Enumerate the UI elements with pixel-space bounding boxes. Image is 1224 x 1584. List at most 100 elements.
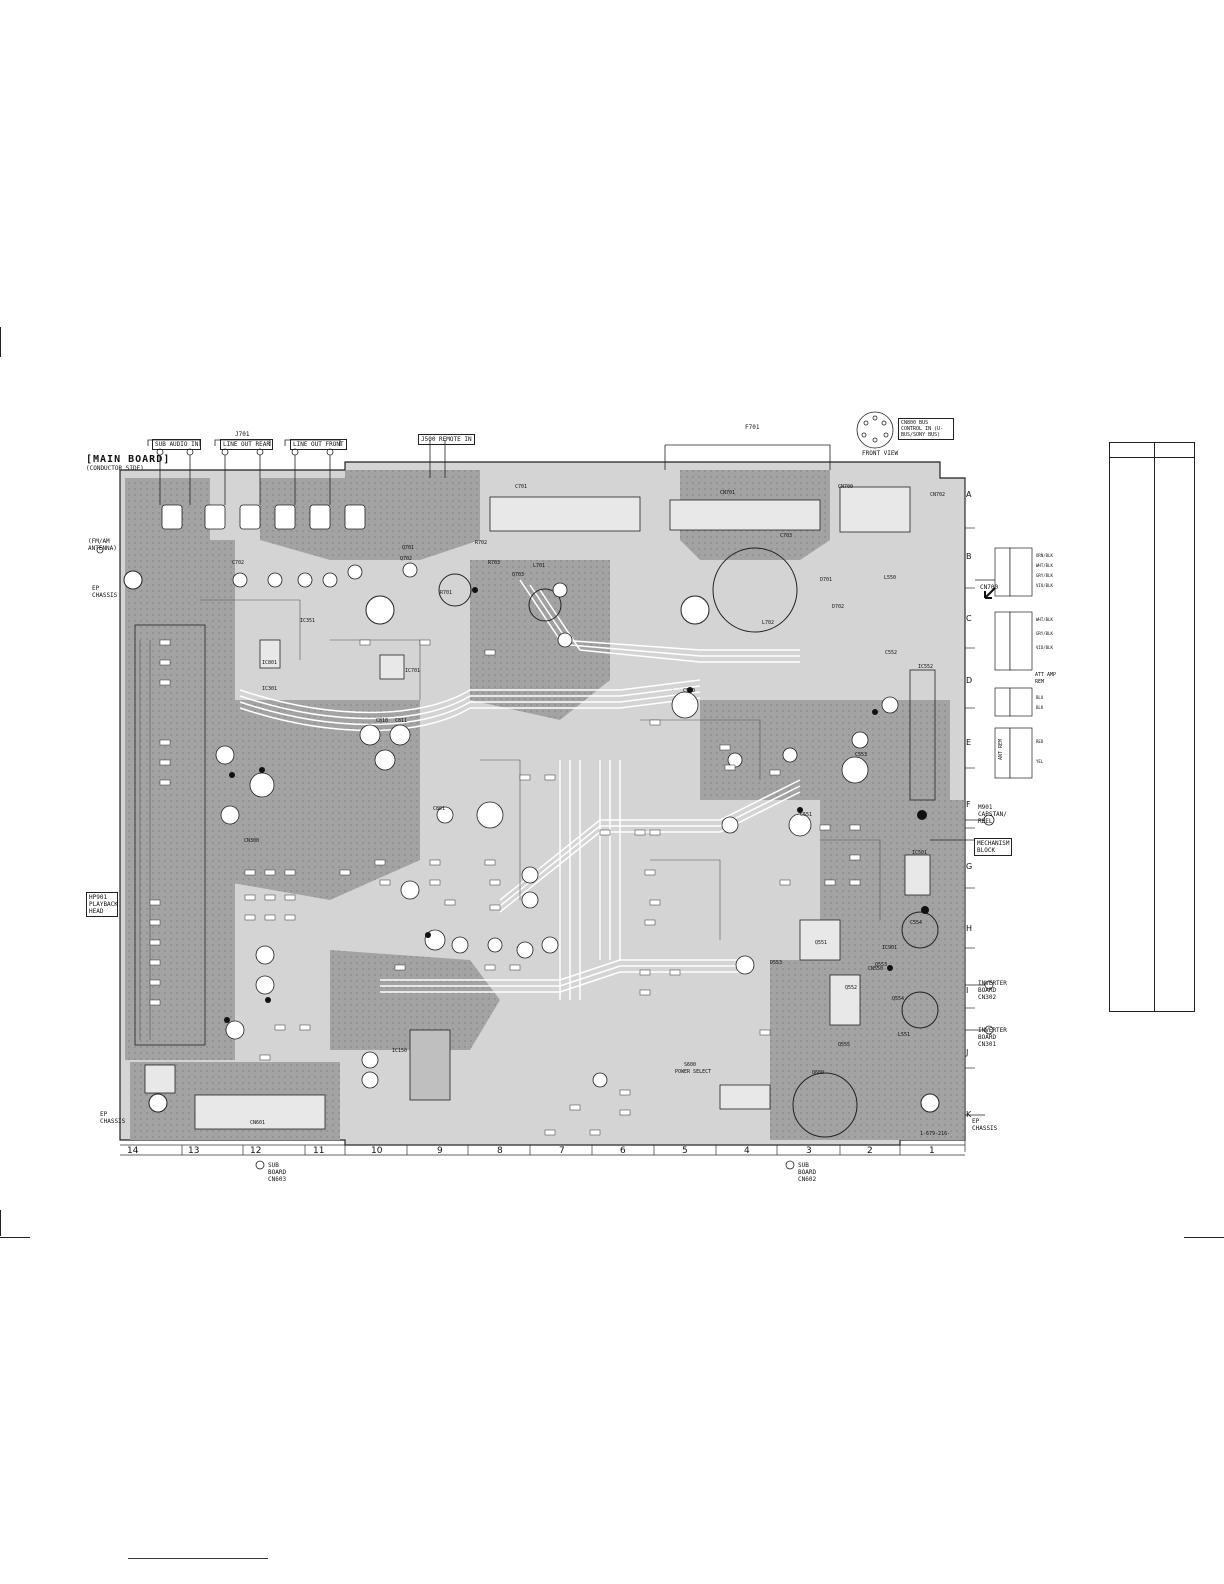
designator: IC150 xyxy=(392,1048,408,1054)
din-connector xyxy=(856,411,894,449)
label-sub-board-a: SUB BOARD CN603 xyxy=(268,1162,287,1183)
designator: L551 xyxy=(898,1032,911,1038)
designator: IC301 xyxy=(262,686,278,692)
crop-mark-left-bottom xyxy=(0,1210,1,1236)
label-fuse: F701 xyxy=(745,424,760,431)
label-j-group: J701 xyxy=(235,431,250,438)
label-chassis-top: EP CHASSIS xyxy=(92,585,118,599)
label-ant-rem: ANT REM xyxy=(998,738,1004,760)
crop-mark-left-top xyxy=(0,327,1,357)
label-line-out-front: LINE OUT FRONT xyxy=(290,439,347,450)
designator: L702 xyxy=(762,620,775,626)
harness-diagram xyxy=(930,547,1033,1116)
designator: D553 xyxy=(770,960,783,966)
designator: C703 xyxy=(780,533,793,539)
label-chassis-bottom: EP CHASSIS xyxy=(100,1111,126,1125)
vias xyxy=(224,587,929,1023)
row-letter: J xyxy=(966,1048,969,1057)
column-number: 3 xyxy=(806,1146,812,1156)
label-sub-board-b: SUB BOARD CN602 xyxy=(798,1162,817,1183)
pin-label: BLK xyxy=(1036,705,1044,710)
designator: R701 xyxy=(440,590,453,596)
crop-mark-bottom-left xyxy=(0,1237,30,1238)
designator: C811 xyxy=(395,718,408,724)
designator: C810 xyxy=(376,718,389,724)
label-eject: ATT AMP REM xyxy=(1035,672,1057,685)
designator: Q703 xyxy=(512,572,525,578)
large-capacitors xyxy=(438,547,939,1138)
pin-label: VIO/BLK xyxy=(1036,583,1053,588)
row-letter: B xyxy=(966,552,972,561)
smd-pads xyxy=(149,639,861,1136)
column-number: 11 xyxy=(313,1146,325,1156)
designator: CN702 xyxy=(930,492,946,498)
row-letter: F xyxy=(966,800,971,809)
designator: IC501 xyxy=(912,850,928,856)
grid-frame xyxy=(120,478,975,1156)
copper-mid-right xyxy=(700,700,950,800)
designator: Q554 xyxy=(892,996,905,1002)
designator: C702 xyxy=(232,560,245,566)
designator: IC552 xyxy=(918,664,934,670)
mounting-holes xyxy=(123,570,940,1113)
column-number: 13 xyxy=(188,1146,200,1156)
trace-bundle xyxy=(239,579,801,1000)
jack-brackets xyxy=(147,439,831,505)
designator: CN701 xyxy=(720,490,736,496)
pin-label: GRY/BLK xyxy=(1036,631,1053,636)
column-number: 9 xyxy=(437,1146,443,1156)
copper-top xyxy=(260,470,480,560)
designator: L701 xyxy=(533,563,546,569)
designator: IC701 xyxy=(405,668,421,674)
row-letter: D xyxy=(966,676,973,685)
column-number: 8 xyxy=(497,1146,503,1156)
pin-label: RED xyxy=(1036,739,1044,744)
label-antenna: (FM/AM ANTENNA) xyxy=(88,538,117,552)
designator: Q702 xyxy=(400,556,413,562)
pin-label: VIO/BLK xyxy=(1036,645,1053,650)
designator: D701 xyxy=(820,577,833,583)
designator: CN550 xyxy=(868,966,884,972)
crop-mark-right xyxy=(1184,1237,1224,1238)
designator: C551 xyxy=(800,812,813,818)
column-number: 4 xyxy=(744,1146,750,1156)
column-number: 5 xyxy=(682,1146,688,1156)
label-part-no: 1-679-216- xyxy=(920,1131,951,1137)
row-letter: A xyxy=(966,490,972,499)
small-capacitors xyxy=(215,562,899,1089)
designator: Q600 xyxy=(812,1070,825,1076)
designator: D702 xyxy=(832,604,845,610)
label-mechanism: MECHANISM BLOCK xyxy=(974,838,1012,856)
designator: CN700 xyxy=(838,484,854,490)
label-cn700: CN700 xyxy=(980,584,999,591)
side-reference-table xyxy=(1109,442,1195,1012)
designator: IC901 xyxy=(882,945,898,951)
row-letter: G xyxy=(966,862,973,871)
column-number: 2 xyxy=(867,1146,873,1156)
label-capstan: M901 CAPSTAN/ REEL xyxy=(978,804,1007,825)
designator: IC351 xyxy=(300,618,316,624)
label-sub-audio-in: SUB AUDIO IN xyxy=(152,439,202,450)
side-table-divider xyxy=(1154,443,1155,1011)
pin-label: WHT/BLK xyxy=(1036,563,1053,568)
copper-left xyxy=(125,478,235,1060)
trace-fine xyxy=(139,599,881,1040)
pin-label: WHT/BLK xyxy=(1036,617,1053,622)
designator: C550 xyxy=(683,688,696,694)
row-letter: K xyxy=(966,1110,972,1119)
designator: Q552 xyxy=(845,985,858,991)
footer-rule xyxy=(128,1558,268,1559)
label-inverter-b: INVERTER BOARD CN302 xyxy=(978,980,1007,1001)
label-jack-remote: J500 REMOTE IN xyxy=(418,434,475,445)
column-number: 7 xyxy=(559,1146,565,1156)
side-table-header xyxy=(1110,443,1194,458)
label-playback-head: HP901 PLAYBACK HEAD xyxy=(86,892,118,917)
label-din: CN800 BUS CONTROL IN (U-BUS/SONY BUS) xyxy=(898,418,954,440)
designator: C554 xyxy=(910,920,923,926)
copper-lower xyxy=(330,950,500,1050)
column-number: 1 xyxy=(929,1146,935,1156)
column-number: 12 xyxy=(250,1146,262,1156)
designator: C553 xyxy=(855,752,868,758)
designator: CN601 xyxy=(250,1120,266,1126)
